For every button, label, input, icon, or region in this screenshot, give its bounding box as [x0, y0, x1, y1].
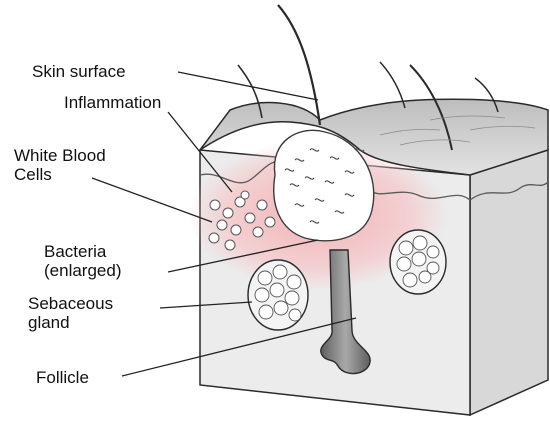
label-skin-surface: Skin surface [32, 62, 126, 81]
label-white-blood-cells: White Blood Cells [14, 146, 106, 184]
leader-skin-surface [178, 72, 318, 100]
sebaceous-gland-right [390, 230, 446, 294]
label-bacteria: Bacteria (enlarged) [44, 242, 122, 280]
label-follicle: Follicle [36, 368, 89, 387]
label-inflammation: Inflammation [64, 93, 161, 112]
sebaceous-gland-left [248, 260, 308, 330]
label-sebaceous-gland: Sebaceous gland [28, 294, 113, 332]
skin-block-right-face [470, 150, 548, 415]
